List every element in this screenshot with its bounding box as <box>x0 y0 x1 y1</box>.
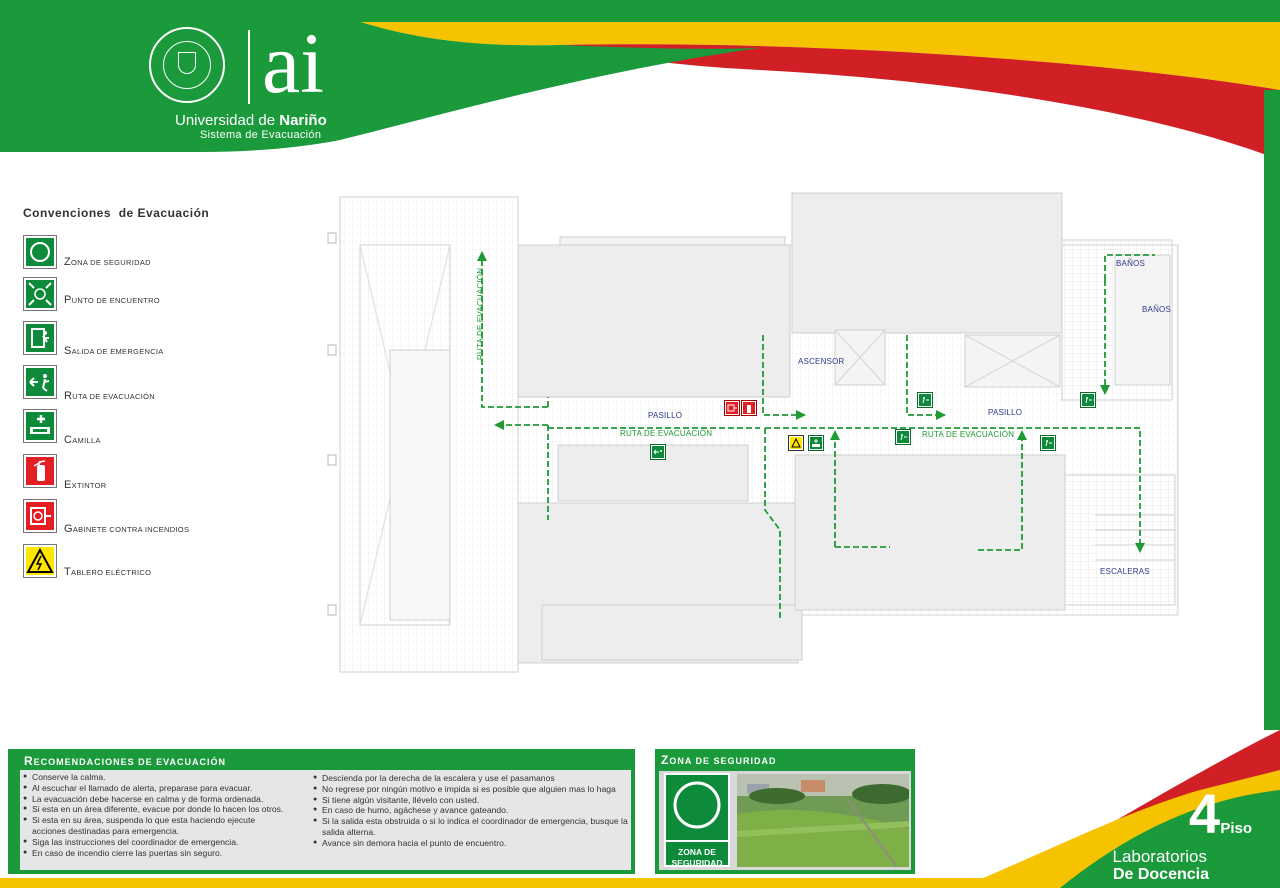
emergency-exit-icon <box>23 321 57 355</box>
university-seal-icon <box>149 27 225 103</box>
meeting-point-icon <box>23 277 57 311</box>
university-name: Universidad de Nariño <box>175 112 327 129</box>
label-escaleras: ESCALERAS <box>1100 567 1150 576</box>
legend-title: Convenciones de Evacuación <box>23 206 209 220</box>
safety-zone-sign-line1: ZONA DE <box>678 847 716 857</box>
safety-zone-title: Zona de Seguridad <box>655 749 915 771</box>
evacuation-route-icon <box>23 365 57 399</box>
label-pasillo-right: PASILLO <box>988 408 1023 417</box>
legend-label-stretcher: Camilla <box>64 434 101 446</box>
safety-zone-panel: Zona de Seguridad ZONA DE SEGURIDAD <box>655 749 915 874</box>
fire-cabinet-icon <box>724 400 740 416</box>
emergency-exit-icon <box>895 429 911 445</box>
recommendation-item: Al escuchar el llamado de alerta, prepar… <box>23 783 308 794</box>
fire-cabinet-icon <box>23 499 57 533</box>
floor-description-line2: De Docencia <box>1112 866 1209 883</box>
floor-word: Piso <box>1220 820 1252 837</box>
recommendations-right-list: Descienda por la derecha de la escalera … <box>313 773 628 849</box>
fire-extinguisher-icon <box>23 454 57 488</box>
legend-label-meeting-point: Punto de encuentro <box>64 294 160 306</box>
emergency-exit-icon <box>1040 435 1056 451</box>
recommendation-item: Descienda por la derecha de la escalera … <box>313 773 628 784</box>
label-ascensor: ASCENSOR <box>798 357 845 366</box>
legend-label-electric-panel: Tablero eléctrico <box>64 566 152 578</box>
recommendation-item: No regrese por ningún motivo e impida si… <box>313 784 628 795</box>
legend-label-emergency-exit: Salida de emergencia <box>64 345 164 357</box>
stretcher-icon <box>23 409 57 443</box>
recommendation-item: Si esta en su área, suspenda lo que esta… <box>23 815 308 837</box>
label-banos-1: BAÑOS <box>1116 259 1146 268</box>
safety-zone-sign-line2: SEGURIDAD <box>671 858 723 868</box>
safety-zone-sign: ZONA DE SEGURIDAD <box>664 773 730 869</box>
safety-zone-icon <box>23 235 57 269</box>
fire-extinguisher-icon <box>741 400 757 416</box>
route-label-left: RUTA DE EVACUACIÓN <box>620 429 713 438</box>
university-prefix: Universidad de <box>175 112 276 129</box>
recommendation-item: Si la salida esta obstruida o si lo indi… <box>313 816 628 838</box>
ai-logo: ai <box>262 15 325 111</box>
legend-label-evacuation-route: Ruta de evacuación <box>64 390 156 402</box>
floor-description-line1: Laboratorios <box>1112 847 1207 866</box>
emergency-exit-icon <box>1080 392 1096 408</box>
system-name: Sistema de Evacuación <box>200 129 322 141</box>
legend-label-safety-zone: Zona de seguridad <box>64 256 151 268</box>
floor-plan <box>327 192 1179 673</box>
recommendations-title: Recomendaciones de Evacuación <box>10 751 633 771</box>
university-name-bold: Nariño <box>279 112 327 129</box>
legend-title-part1: Convenciones <box>23 206 112 220</box>
legend-label-fire-cabinet: Gabinete contra incendios <box>64 523 190 535</box>
label-pasillo-left: PASILLO <box>648 411 683 420</box>
recommendation-item: Si tiene algún visitante, llévelo con us… <box>313 795 628 806</box>
recommendation-item: En caso de humo, agáchese y avance gatea… <box>313 805 628 816</box>
legend-title-part2: de Evacuación <box>118 206 210 220</box>
recommendation-item: Si esta en un área diferente, evacue por… <box>23 804 308 815</box>
safety-zone-photo <box>737 774 909 867</box>
stretcher-icon <box>808 435 824 451</box>
recommendation-item: Siga las instrucciones del coordinador d… <box>23 837 308 848</box>
recommendation-item: En caso de incendio cierre las puertas s… <box>23 848 308 859</box>
floor-number: 4 <box>1188 782 1220 845</box>
emergency-exit-icon <box>917 392 933 408</box>
evacuation-route-icon <box>650 444 666 460</box>
safety-zone-icon <box>673 781 721 829</box>
electric-panel-icon <box>23 544 57 578</box>
recommendations-left-list: Conserve la calma. Al escuchar el llamad… <box>23 772 308 858</box>
recommendation-item: La evacuación debe hacerse en calma y de… <box>23 794 308 805</box>
legend-label-fire-extinguisher: Extintor <box>64 479 107 491</box>
safety-zone-body: ZONA DE SEGURIDAD <box>659 771 911 870</box>
route-label-right: RUTA DE EVACUACIÓN <box>922 430 1015 439</box>
safety-zone-sign-text: ZONA DE SEGURIDAD <box>666 840 728 869</box>
route-label-vertical: RUTA DE EVACUACIÓN <box>476 267 485 360</box>
recommendation-item: Avance sin demora hacia el punto de encu… <box>313 838 628 849</box>
recommendation-item: Conserve la calma. <box>23 772 308 783</box>
electric-panel-icon <box>788 435 804 451</box>
label-banos-2: BAÑOS <box>1142 305 1172 314</box>
logo-divider <box>248 30 250 104</box>
recommendations-panel: Recomendaciones de Evacuación Conserve l… <box>8 749 635 874</box>
recommendations-body: Conserve la calma. Al escuchar el llamad… <box>20 770 631 870</box>
